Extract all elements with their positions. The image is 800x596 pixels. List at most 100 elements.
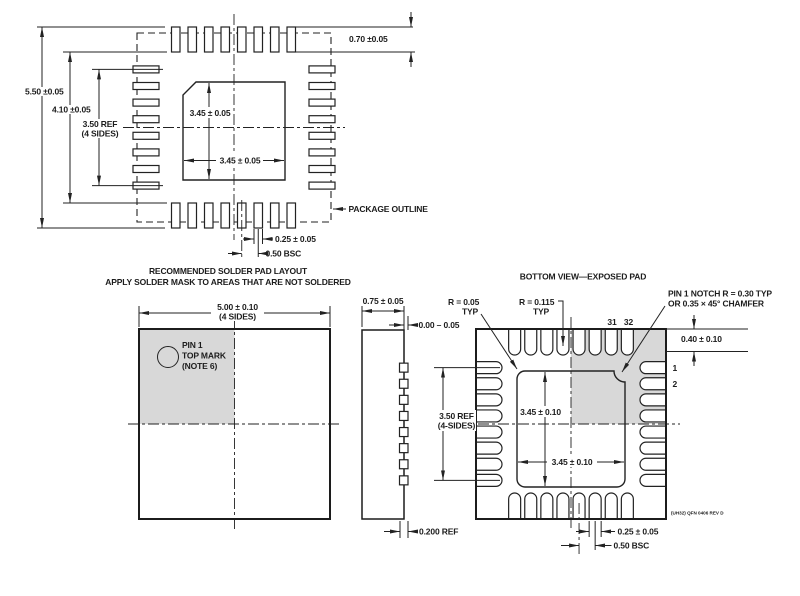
pin-slot <box>476 457 503 471</box>
pin1-label-line3: (NOTE 6) <box>182 361 217 371</box>
dimension-lines <box>434 300 748 556</box>
pin1-quadrant-shading <box>139 329 235 424</box>
solder-pad <box>308 181 336 190</box>
pin-slot <box>639 473 666 487</box>
radius-small-label: R = 0.05 <box>448 297 480 307</box>
solder-pad <box>132 81 160 91</box>
dim-pad-pitch-label: 0.50 BSC <box>266 249 302 259</box>
solder-pad <box>132 131 160 140</box>
dim-size-label: 5.00 ± 0.10 <box>217 302 258 312</box>
pin-slots-right <box>639 361 666 487</box>
radius-small-leader <box>480 313 518 370</box>
solder-pad <box>286 202 297 229</box>
label-background <box>211 302 264 321</box>
revision-note: (UH32) QFN 0406 REV D <box>671 511 724 516</box>
pin-slots-top <box>508 329 634 356</box>
pin-bump <box>398 410 409 422</box>
pin-bump <box>398 426 409 438</box>
pin-bump <box>398 475 409 486</box>
solder-pad <box>308 131 336 140</box>
exposed-pad-outline <box>516 370 626 488</box>
bottom-view-title: BOTTOM VIEW—EXPOSED PAD <box>520 272 647 282</box>
package-outline-label: PACKAGE OUTLINE <box>349 204 429 214</box>
pin-slot <box>476 425 503 439</box>
pin1-quadrant-shading <box>571 329 666 424</box>
dim-edge-label: 0.40 ± 0.10 <box>681 334 722 344</box>
pin-slot <box>639 457 666 471</box>
solder-pad <box>308 65 336 74</box>
dim-epad-vertical-label: 3.45 ± 0.05 <box>190 108 231 118</box>
solder-pads-right-column <box>308 65 336 190</box>
pin-slot <box>476 409 503 423</box>
side-view: 0.75 ± 0.05 0.00 – 0.05 0.200 REF <box>361 296 460 538</box>
pin1-notch-leader <box>621 305 666 373</box>
pin-2-label: 2 <box>673 379 678 389</box>
pin-slot <box>476 393 503 407</box>
pin-bump <box>398 459 409 470</box>
dim-pad-thickness-label: 0.200 REF <box>419 527 458 537</box>
centerlines <box>128 318 341 531</box>
solder-pad <box>269 202 280 229</box>
pin-slot <box>639 361 666 375</box>
bottom-view: BOTTOM VIEW—EXPOSED PAD R = 0.05 TYP R =… <box>434 272 772 556</box>
radius-large-leader <box>558 300 565 346</box>
radius-large-label: R = 0.115 <box>519 297 555 307</box>
pin-slot <box>620 492 634 519</box>
pin-slot <box>524 492 538 519</box>
radius-large-typ-label: TYP <box>533 307 550 317</box>
pin-slot <box>572 329 586 356</box>
pin-slot <box>620 329 634 356</box>
pin-slot <box>604 329 618 356</box>
dim-pad-span-label: 4.10 ±0.05 <box>52 105 91 115</box>
pin-32-label: 32 <box>624 317 634 327</box>
solder-pads-top-row <box>170 26 297 53</box>
dim-ref-note-label: (4-SIDES) <box>438 421 476 431</box>
dim-height-label: 0.75 ± 0.05 <box>363 296 404 306</box>
solder-pad <box>132 164 160 174</box>
package-side-outline <box>361 329 405 520</box>
solder-pad <box>253 202 264 229</box>
pin-bump <box>398 394 409 405</box>
dim-pad-length-label: 0.70 ±0.05 <box>349 34 388 44</box>
solder-pad <box>236 26 247 53</box>
solder-pad <box>220 26 231 53</box>
solder-pad <box>187 202 198 229</box>
pin1-label-line1: PIN 1 <box>182 340 203 350</box>
pin-slot <box>639 409 666 423</box>
pin-slot <box>508 492 522 519</box>
solder-pad <box>203 26 214 53</box>
label-backgrounds <box>437 406 597 467</box>
radius-small-typ-label: TYP <box>462 307 479 317</box>
package-body-outline <box>138 328 331 520</box>
solder-pad <box>132 115 160 124</box>
solder-pad <box>308 98 336 107</box>
pin-slot <box>639 425 666 439</box>
dimension-lines <box>361 306 418 538</box>
pin-bump <box>398 443 409 454</box>
dim-pad-width-label: 0.25 ± 0.05 <box>618 527 659 537</box>
solder-pad <box>170 26 181 53</box>
label-backgrounds <box>24 87 263 166</box>
solder-pad <box>253 26 264 53</box>
pin-slot <box>476 377 503 391</box>
dimension-lines <box>37 12 415 257</box>
dim-ref-label: 3.50 REF <box>439 411 474 421</box>
pin-31-label: 31 <box>607 317 617 327</box>
solder-pad <box>203 202 214 229</box>
dim-ref-label: 3.50 REF <box>83 119 118 129</box>
dim-epad-horizontal-label: 3.45 ± 0.10 <box>552 457 593 467</box>
pin-slot <box>639 393 666 407</box>
dim-epad-vertical-label: 3.45 ± 0.10 <box>520 407 561 417</box>
solder-pad <box>269 26 280 53</box>
pin-slot <box>588 492 602 519</box>
centerlines <box>458 317 680 528</box>
pin-slot <box>476 441 503 455</box>
dim-standoff-label: 0.00 – 0.05 <box>419 320 460 330</box>
dim-epad-horizontal-label: 3.45 ± 0.05 <box>220 156 261 166</box>
pin-bump <box>398 378 409 389</box>
side-view-pins <box>398 362 409 486</box>
solder-pad <box>308 148 336 157</box>
pin1-notch-label-line1: PIN 1 NOTCH R = 0.30 TYP <box>668 289 772 299</box>
